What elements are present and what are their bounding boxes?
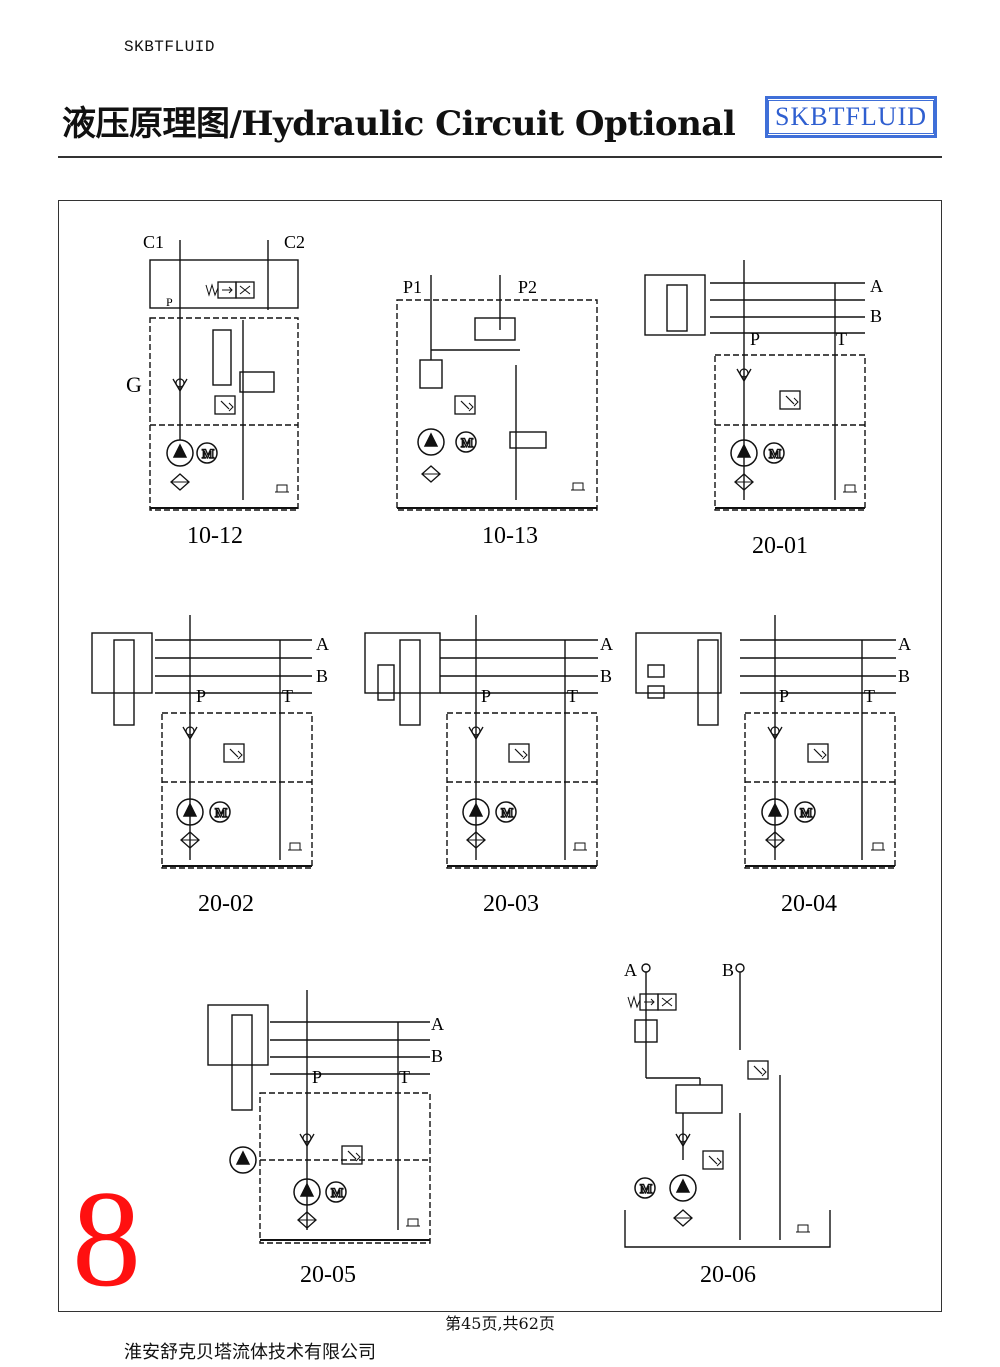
port-a: A [870, 276, 883, 296]
diagram-20-04 [635, 615, 896, 869]
port-p: P [750, 329, 760, 349]
page-info: 第45页,共62页 [445, 1314, 555, 1333]
diagram-10-13 [396, 275, 598, 511]
port-b: B [898, 666, 910, 686]
port-a: A [316, 634, 329, 654]
port-p2: P2 [518, 277, 537, 297]
diagram-label-20-05: 20-05 [300, 1262, 356, 1288]
port-p1: P1 [403, 277, 422, 297]
diagram-10-12 [149, 240, 299, 511]
port-t: T [282, 686, 293, 706]
diagram-label-20-01: 20-01 [752, 533, 808, 559]
diagram-20-03 [364, 615, 598, 869]
port-a: A [898, 634, 911, 654]
port-p: P [312, 1067, 322, 1087]
port-p: P [196, 686, 206, 706]
port-c2: C2 [284, 232, 305, 252]
port-t: T [836, 329, 847, 349]
port-a: A [624, 960, 637, 980]
diagram-20-01 [644, 260, 866, 511]
port-p: P [481, 686, 491, 706]
port-t: T [567, 686, 578, 706]
diagram-label-20-02: 20-02 [198, 891, 254, 917]
diagram-20-05 [207, 990, 431, 1244]
page-title: 液压原理图/Hydraulic Circuit Optional [62, 104, 736, 144]
diagram-20-02 [91, 615, 313, 869]
diagram-label-20-03: 20-03 [483, 891, 539, 917]
port-p: P [166, 295, 173, 309]
port-b: B [870, 306, 882, 326]
port-b: B [431, 1046, 443, 1066]
logo-text: SKBTFLUID [768, 100, 935, 134]
chapter-number: 8 [72, 1162, 141, 1315]
port-t: T [864, 686, 875, 706]
diagram-label-20-04: 20-04 [781, 891, 837, 917]
header-brand: SKBTFLUID [124, 38, 215, 56]
diagram-label-10-13: 10-13 [482, 523, 538, 549]
port-c1: C1 [143, 232, 164, 252]
port-g: G [126, 372, 142, 397]
port-a: A [600, 634, 613, 654]
port-p: P [779, 686, 789, 706]
port-t: T [399, 1067, 410, 1087]
diagram-label-10-12: 10-12 [187, 523, 243, 549]
diagram-frame [58, 200, 942, 1312]
port-b: B [722, 960, 734, 980]
diagram-label-20-06: 20-06 [700, 1262, 756, 1288]
port-a: A [431, 1014, 444, 1034]
brand-logo: SKBTFLUID [765, 96, 937, 138]
company-name: 淮安舒克贝塔流体技术有限公司 [124, 1342, 376, 1363]
diagram-20-06 [624, 963, 831, 1248]
port-b: B [600, 666, 612, 686]
port-b: B [316, 666, 328, 686]
title-divider [58, 156, 942, 158]
